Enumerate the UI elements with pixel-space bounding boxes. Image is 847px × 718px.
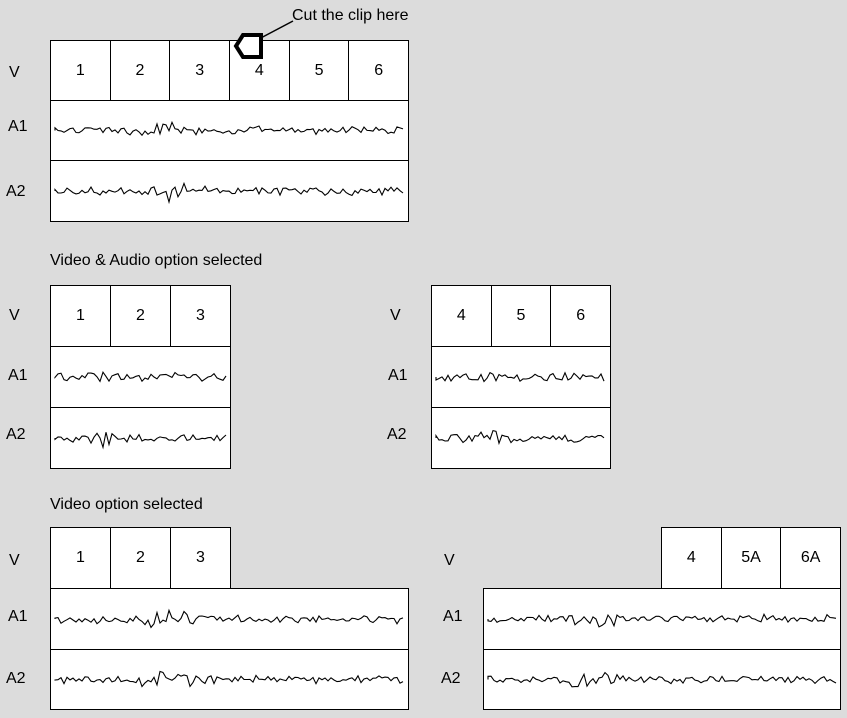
frame-cell: 4: [432, 286, 492, 346]
track-label-audio2: A2: [441, 670, 461, 687]
frame-cell: 2: [111, 286, 171, 346]
track-label-audio2: A2: [387, 426, 407, 443]
audio-waveform: [435, 371, 605, 383]
waveform-path: [487, 613, 837, 628]
frame-cell: 6A: [800, 549, 821, 566]
waveform-path: [54, 181, 404, 205]
frame-cell: 6: [576, 307, 586, 324]
audio-waveform: [54, 670, 404, 688]
waveform-path: [54, 670, 404, 688]
audio2-track-v-left: [50, 649, 409, 710]
waveform-path: [435, 371, 605, 383]
track-label-video: V: [390, 307, 401, 324]
frame-cell: 1: [51, 528, 111, 588]
audio2-track-original: [50, 160, 409, 222]
waveform-path: [487, 671, 837, 688]
audio2-track-va-left: [50, 407, 231, 469]
track-label-video: V: [9, 552, 20, 569]
audio-waveform: [54, 181, 404, 205]
annotation-text: Cut the clip here: [292, 7, 409, 24]
frame-cell: 3: [170, 41, 231, 100]
track-label-audio2: A2: [6, 183, 26, 200]
audio1-track-v-right: [483, 588, 841, 650]
audio1-track-v-left: [50, 588, 409, 650]
waveform-path: [54, 370, 227, 383]
audio-waveform: [54, 370, 227, 383]
frame-cell: 2: [111, 528, 171, 588]
waveform-path: [435, 429, 605, 446]
track-label-audio1: A1: [8, 118, 28, 135]
frame-cell: 1: [51, 41, 111, 100]
cut-marker-icon[interactable]: [233, 31, 269, 63]
frame-cell: 3: [196, 549, 205, 566]
waveform-path: [54, 608, 404, 629]
frame-cell: 2: [111, 41, 171, 100]
track-label-video: V: [9, 64, 20, 81]
frame-cell: 6: [374, 61, 384, 79]
audio1-track-original: [50, 100, 409, 161]
audio-waveform: [435, 429, 605, 446]
frame-cell: 3: [196, 307, 205, 324]
audio1-track-va-left: [50, 346, 231, 408]
audio-waveform: [54, 120, 404, 137]
track-label-audio2: A2: [6, 670, 26, 687]
audio2-track-va-right: [431, 407, 611, 469]
frame-cell: 5: [492, 286, 552, 346]
audio-waveform: [54, 432, 227, 450]
track-label-video: V: [9, 307, 20, 324]
track-label-video: V: [444, 552, 455, 569]
frame-cell: 4: [230, 41, 290, 100]
audio1-track-va-right: [431, 346, 611, 408]
waveform-path: [54, 120, 404, 137]
caption-video-only: Video option selected: [50, 496, 203, 513]
frame-cell: 5A: [722, 528, 782, 588]
frame-cell: 4: [662, 528, 722, 588]
track-label-audio2: A2: [6, 426, 26, 443]
track-label-audio1: A1: [8, 608, 28, 625]
track-label-audio1: A1: [443, 608, 463, 625]
track-label-audio1: A1: [388, 367, 408, 384]
audio-waveform: [54, 608, 404, 629]
audio2-track-v-right: [483, 649, 841, 710]
audio-waveform: [487, 613, 837, 628]
caption-video-audio: Video & Audio option selected: [50, 252, 263, 269]
frame-cell: 1: [51, 286, 111, 346]
track-label-audio1: A1: [8, 367, 28, 384]
audio-waveform: [487, 671, 837, 688]
frame-cell: 5: [290, 41, 350, 100]
waveform-path: [54, 432, 227, 450]
